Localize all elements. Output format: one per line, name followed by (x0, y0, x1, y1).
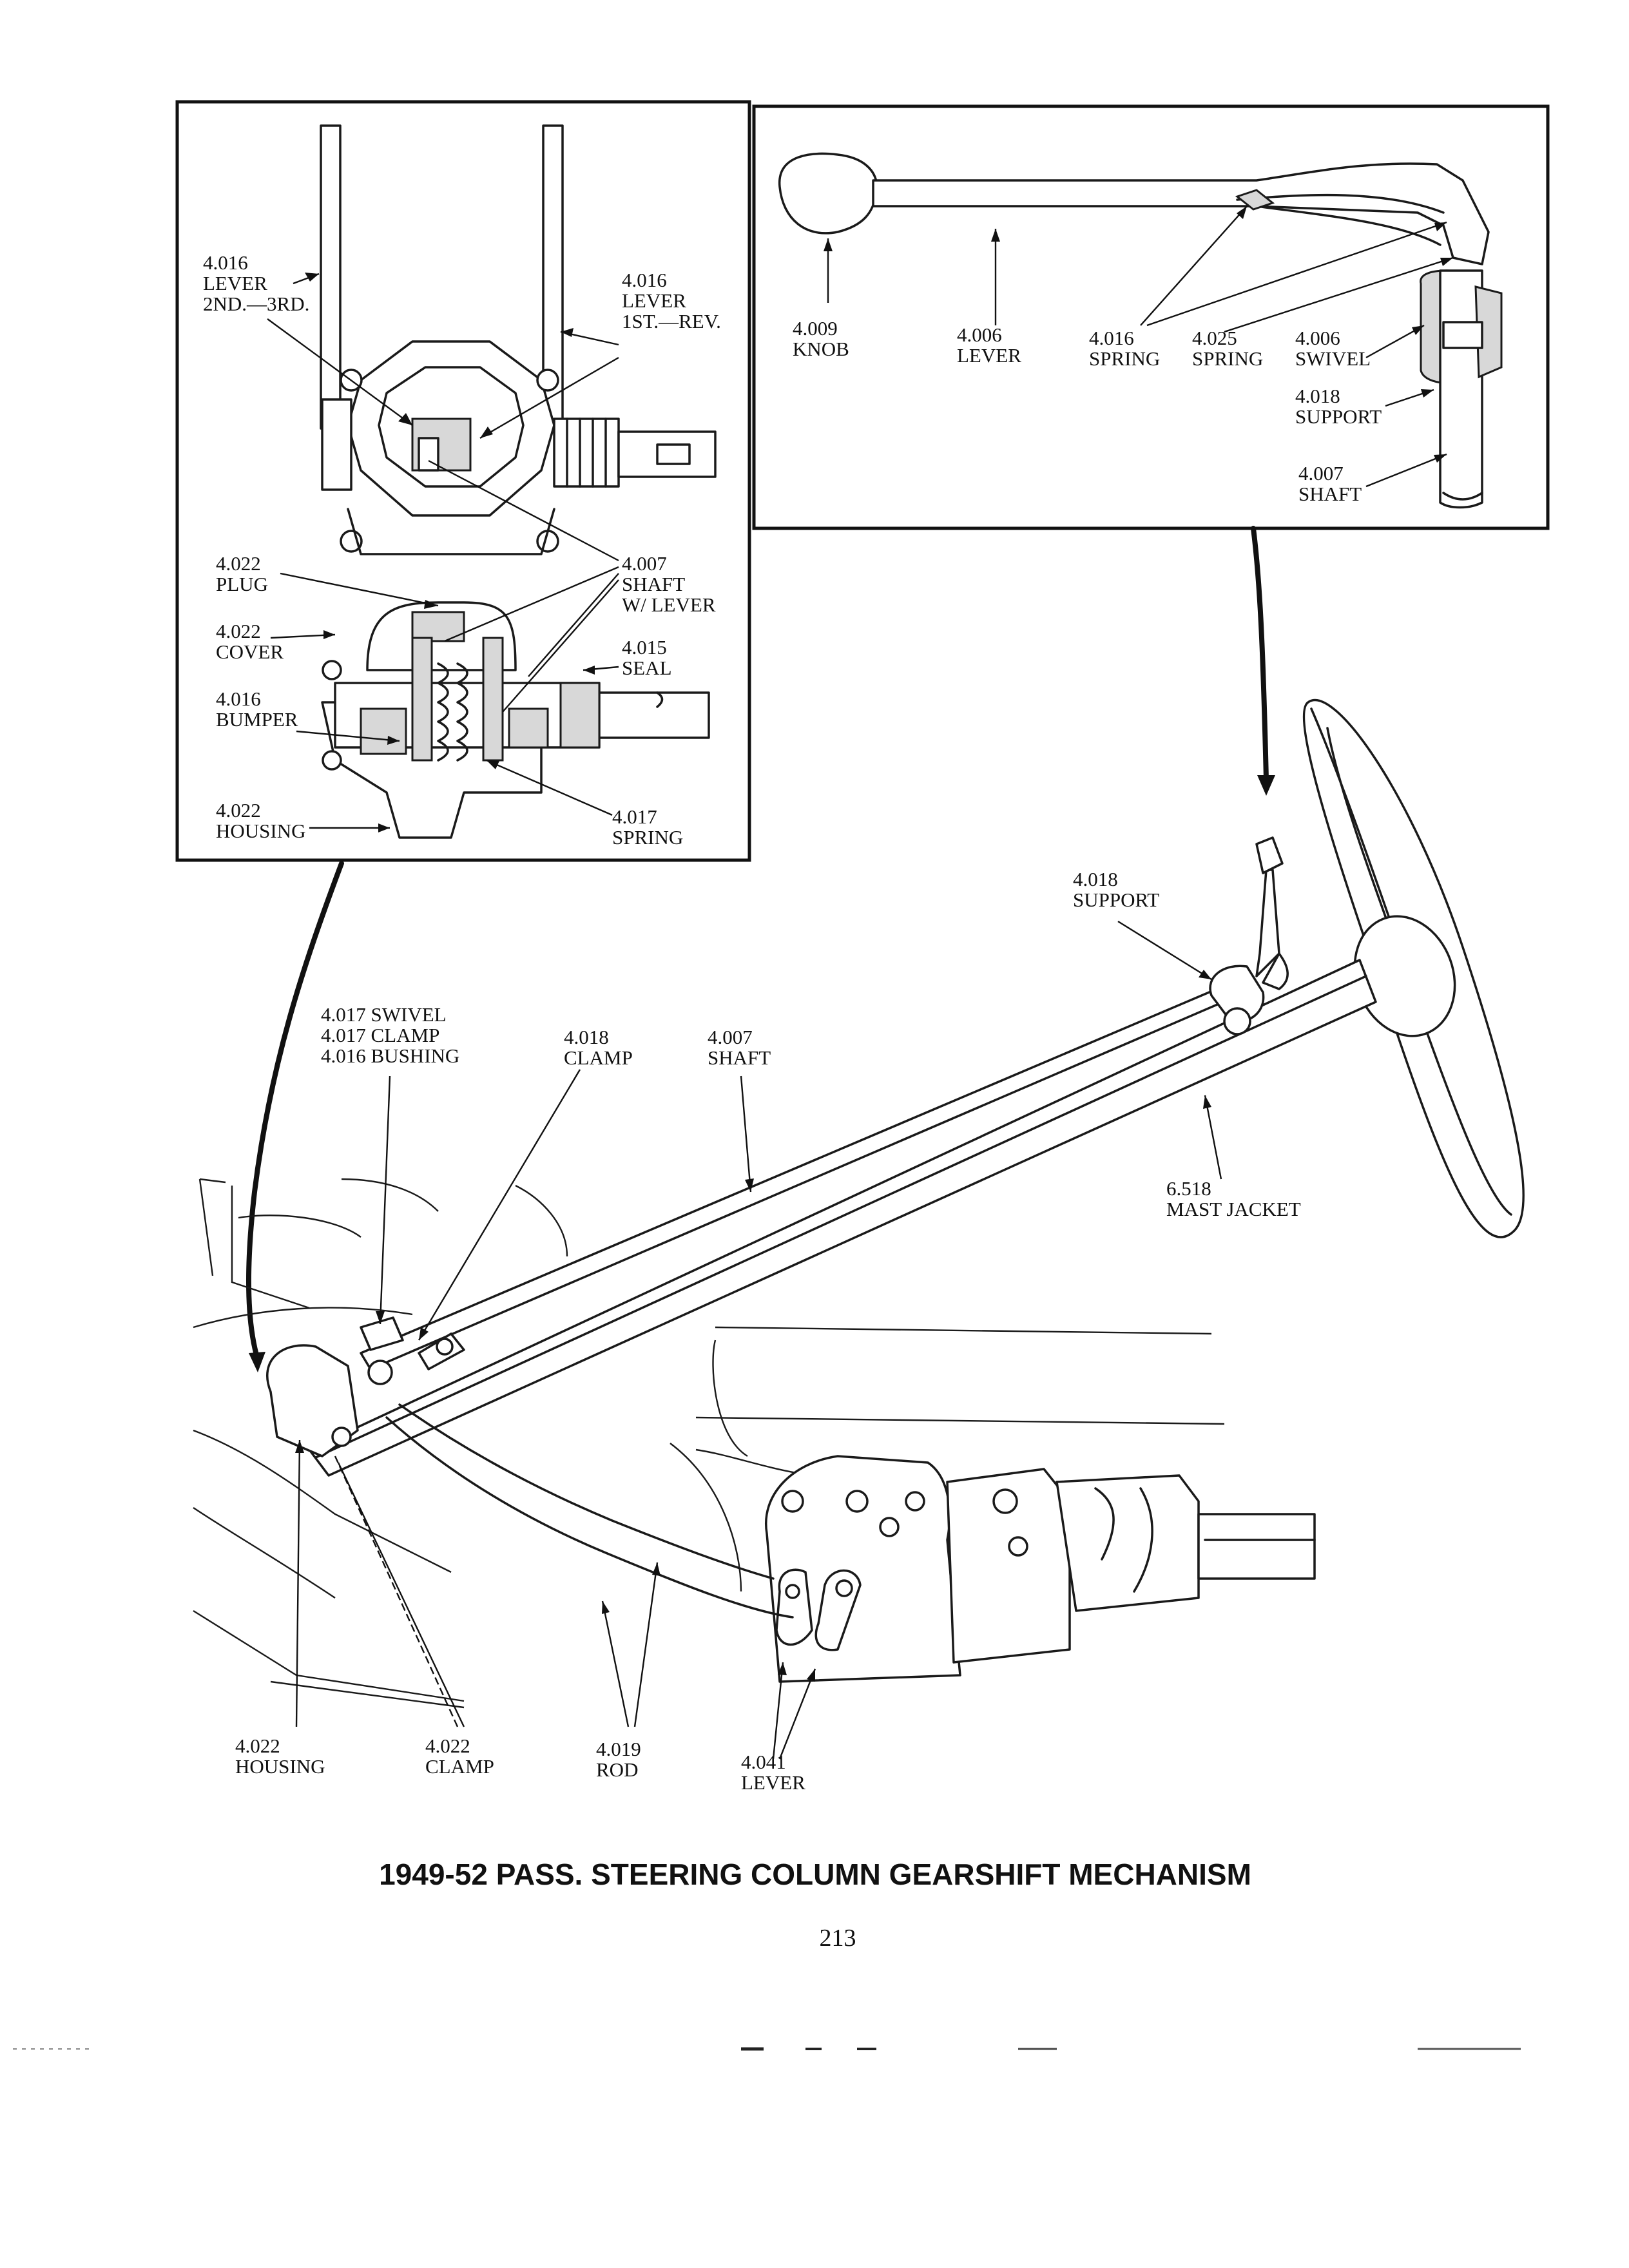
label-plug: 4.022 PLUG (216, 552, 268, 595)
label-knob: 4.009 KNOB (793, 317, 849, 360)
label-swivel-clamp-bushing: 4.017 SWIVEL 4.017 CLAMP 4.016 BUSHING (321, 1003, 459, 1067)
inset-left-labels: 4.016 LEVER 2ND.—3RD. 4.016 LEVER 1ST.—R… (203, 251, 721, 849)
label-spring-inset: 4.017 SPRING (612, 805, 683, 849)
label-shaft-inset: 4.007 SHAFT (1298, 462, 1362, 505)
page-number: 213 (820, 1925, 856, 1952)
inset-right-labels: 4.009 KNOB 4.006 LEVER 4.016 SPRING 4.02… (793, 317, 1382, 505)
label-mast-jacket: 6.518 MAST JACKET (1166, 1177, 1301, 1220)
label-support-main: 4.018 SUPPORT (1073, 868, 1159, 911)
inset-left-leaders (267, 273, 619, 832)
inset-shift-lever (752, 104, 1550, 530)
label-support-inset: 4.018 SUPPORT (1295, 385, 1382, 428)
label-lever-4041: 4.041 LEVER (741, 1751, 805, 1794)
label-rod: 4.019 ROD (596, 1738, 646, 1781)
label-seal: 4.015 SEAL (622, 636, 672, 679)
label-clamp-4022: 4.022 CLAMP (425, 1735, 494, 1778)
diagram-title: 1949-52 PASS. STEERING COLUMN GEARSHIFT … (379, 1858, 1251, 1891)
main-labels: 4.018 SUPPORT 4.017 SWIVEL 4.017 CLAMP 4… (235, 868, 1301, 1794)
label-bumper: 4.016 BUMPER (216, 687, 298, 731)
main-leaders (295, 920, 1222, 1760)
inset-shifter-housing (175, 100, 751, 862)
label-spring-4016: 4.016 SPRING (1089, 327, 1160, 370)
label-lever-2nd-3rd: 4.016 LEVER 2ND.—3RD. (203, 251, 309, 315)
label-swivel: 4.006 SWIVEL (1295, 327, 1371, 370)
main-assembly (193, 526, 1525, 1709)
label-shaft-w-lever: 4.007 SHAFT W/ LEVER (622, 552, 716, 616)
label-lever-inset: 4.006 LEVER (957, 323, 1021, 367)
label-lever-1st-rev: 4.016 LEVER 1ST.—REV. (622, 269, 721, 332)
label-housing-main: 4.022 HOUSING (235, 1735, 325, 1778)
label-cover: 4.022 COVER (216, 620, 284, 663)
inset-right-leaders (824, 206, 1454, 488)
label-shaft-main: 4.007 SHAFT (708, 1026, 771, 1069)
label-clamp-4018: 4.018 CLAMP (564, 1026, 633, 1069)
label-spring-4025: 4.025 SPRING (1192, 327, 1263, 370)
label-housing-inset: 4.022 HOUSING (216, 799, 306, 842)
